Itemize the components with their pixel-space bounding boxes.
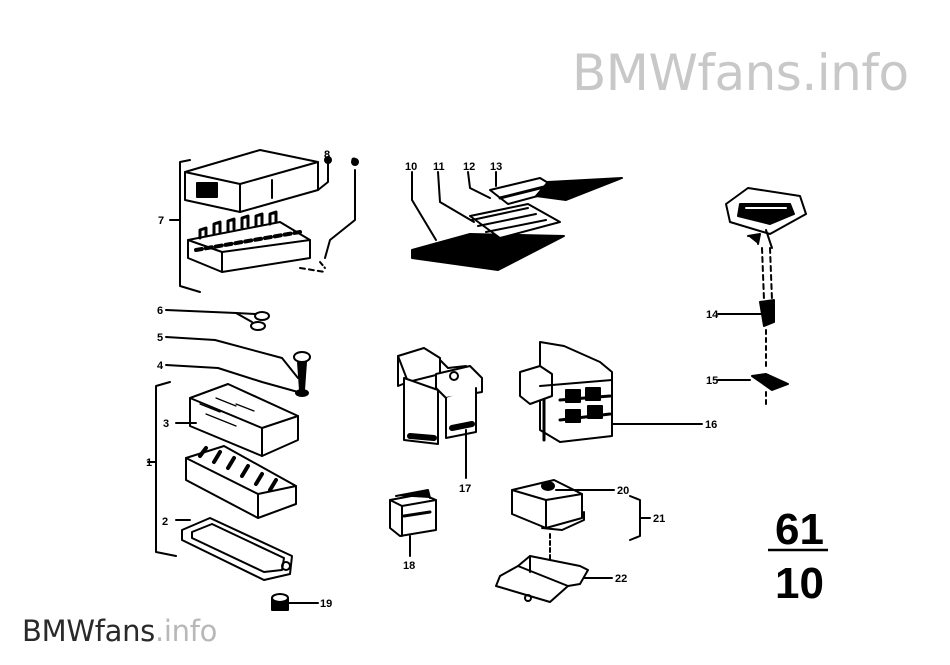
- callout-6: 6: [157, 305, 163, 317]
- callout-21: 21: [653, 513, 665, 525]
- watermark-bottom-suffix: .info: [154, 614, 218, 648]
- callout-9: 9: [351, 156, 357, 168]
- callout-2: 2: [162, 516, 168, 528]
- callout-15: 15: [706, 375, 718, 387]
- fuse-box-1-gasket: [181, 517, 293, 581]
- fuse-box-1-base: [185, 445, 297, 519]
- callout-16: 16: [705, 419, 717, 431]
- watermark-bottom-main: BMWfans: [22, 614, 155, 648]
- callout-13: 13: [490, 161, 502, 173]
- relay-20: [511, 479, 585, 531]
- indicator-housing: [725, 187, 807, 249]
- fuse-box-base: [187, 210, 311, 273]
- relay-box-16: [519, 341, 613, 443]
- callout-22: 22: [615, 573, 627, 585]
- callout-17: 17: [459, 483, 471, 495]
- watermark-top: BMWfans.info: [572, 44, 909, 102]
- callout-19: 19: [320, 598, 332, 610]
- callout-10: 10: [405, 161, 417, 173]
- callout-labels: 1 2 3 4 5 6 7 8 9 10 11 12 13 14 15 16 1…: [146, 149, 719, 610]
- callout-3: 3: [163, 418, 169, 430]
- fuse-box-cover: [184, 149, 319, 213]
- callout-5: 5: [157, 332, 163, 344]
- callout-4: 4: [157, 360, 164, 372]
- watermark-bottom: BMWfans.info: [22, 614, 217, 648]
- relay-17: [397, 347, 483, 445]
- callout-20: 20: [617, 485, 629, 497]
- callout-18: 18: [403, 560, 415, 572]
- bracket-22: [495, 555, 589, 603]
- callout-7: 7: [158, 215, 164, 227]
- callout-12: 12: [463, 161, 475, 173]
- callout-11: 11: [433, 161, 445, 173]
- group-denominator: 10: [775, 559, 824, 608]
- callout-14: 14: [706, 309, 719, 321]
- group-numerator: 61: [775, 505, 824, 554]
- watermark-top-main: BMWfans: [572, 44, 802, 102]
- watermark-top-suffix: .info: [801, 44, 909, 102]
- callout-1: 1: [146, 457, 152, 469]
- relay-18: [389, 489, 437, 537]
- group-number: 61 10: [768, 505, 828, 608]
- callout-8: 8: [324, 149, 330, 161]
- fuse-box-1-cover: [189, 383, 299, 457]
